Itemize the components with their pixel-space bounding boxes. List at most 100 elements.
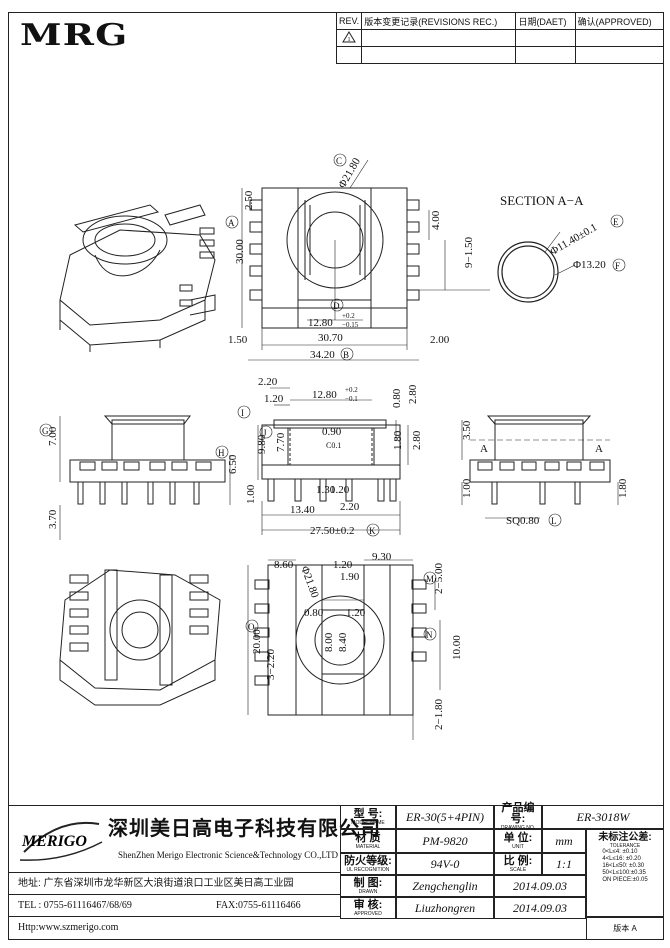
fax: FAX:0755-61116466 — [216, 900, 301, 911]
fire-value: 94V-0 — [396, 853, 494, 875]
dim-120b: 1.20 — [330, 484, 350, 496]
label-d: D — [333, 301, 340, 311]
dim-2180-bottom: Φ21.80 — [298, 565, 321, 600]
label-a: A — [228, 218, 235, 228]
dim-9-150: 9−1.50 — [463, 237, 475, 268]
dim-sq: SQ0.80 — [506, 515, 540, 527]
tolerance-row: 0<L≤4: ±0.10 — [602, 849, 638, 855]
dim-180: 1.80 — [392, 430, 404, 450]
dim-1000: 10.00 — [451, 635, 463, 660]
label-j: J — [263, 428, 267, 438]
website: Http:www.szmerigo.com — [18, 922, 119, 933]
side-view — [257, 387, 409, 535]
dim-1340: 13.40 — [290, 504, 315, 516]
dim-1280-side: 12.80 — [312, 389, 337, 401]
label-f: F — [615, 261, 620, 271]
dim-130: 1.30 — [316, 484, 336, 496]
dim-m: 2−5.00 — [433, 563, 445, 594]
dim-220: 2.20 — [258, 376, 278, 388]
drawing-value: ER-3018W — [542, 805, 664, 829]
label-g: G — [42, 426, 49, 436]
dim-150: 1.50 — [228, 334, 248, 346]
approved-value: Liuzhongren — [396, 897, 494, 919]
dim-080-bottom: 0.80 — [304, 607, 324, 619]
company-logo: MRG — [20, 18, 129, 53]
label-o: O — [248, 622, 255, 632]
dim-930: 9.30 — [372, 551, 392, 563]
company-cn: 深圳美日高电子科技有限公司 — [108, 816, 381, 840]
dim-120-bottom: 1.20 — [333, 559, 353, 571]
section-view — [497, 231, 576, 303]
unit-label-cell: 单 位:UNIT — [494, 829, 542, 853]
top-view — [241, 159, 490, 361]
svg-text:1: 1 — [348, 37, 351, 43]
dim-100-end: 1.00 — [461, 478, 473, 498]
dim-2-180: 2−1.80 — [433, 699, 445, 730]
title-grid: 型 号:MODEL NAME ER-30(5+4PIN) 产品编号:DRAWIN… — [340, 803, 664, 940]
tolerance-row: 4<L≤16: ±0.20 — [602, 856, 641, 862]
dim-350: 3.50 — [461, 420, 473, 440]
dim-280: 2.80 — [407, 384, 419, 404]
iso-view-top — [59, 204, 216, 352]
merigo-logo-icon: MERIGO — [19, 821, 103, 861]
dim-200: 2.00 — [430, 334, 450, 346]
tolerance-row: 50<L≤100:±0.35 — [602, 870, 646, 876]
dim-180-end: 1.80 — [617, 478, 629, 498]
dim-190: 1.90 — [340, 571, 360, 583]
label-l: L — [551, 516, 557, 526]
dim-1280: 12.80 — [308, 317, 333, 329]
label-e: E — [613, 217, 619, 227]
rev-triangle-icon: 1 — [335, 29, 363, 47]
approved-label-cell: 审 核:APPROVED — [340, 897, 396, 919]
dim-1280-minus: −0.15 — [342, 321, 359, 329]
dim-2000: 20.00 — [251, 629, 263, 654]
section-outer: Φ13.20 — [573, 259, 606, 271]
approved-date: 2014.09.03 — [494, 897, 586, 919]
dim-770: 7.70 — [275, 432, 287, 452]
scale-label-cell: 比 例:SCALE — [494, 853, 542, 875]
fire-label-cell: 防火等级:UL RECOGNITION — [340, 853, 396, 875]
dim-090: 0.90 — [322, 426, 342, 438]
scale-value: 1:1 — [542, 853, 586, 875]
company-en: ShenZhen Merigo Electronic Science&Techn… — [118, 850, 338, 860]
technical-drawing: Φ21.80 C 30.00 A 2.50 4.00 9−1.50 12.80 … — [39, 153, 629, 740]
label-i: I — [241, 408, 244, 418]
drawn-date: 2014.09.03 — [494, 875, 586, 897]
tel: TEL : 0755-61116467/68/69 — [18, 900, 132, 911]
version-cell: 版本 A — [586, 917, 664, 940]
title-block — [8, 805, 664, 941]
label-h: H — [218, 448, 225, 458]
revision-table: REV. 版本变更记录(REVISIONS REC.) 日期(DAET) 确认(… — [335, 12, 665, 64]
label-a-left: A — [480, 443, 488, 455]
dim-3420: 34.20 — [310, 349, 335, 361]
bottom-view — [247, 559, 441, 740]
dim-980: 9.80 — [256, 434, 268, 454]
address: 地址: 广东省深圳市龙华新区大浪街道浪口工业区美日高工业园 — [18, 878, 294, 889]
dim-c010: C0.1 — [326, 441, 341, 450]
dim-120b-bottom: 1.20 — [346, 607, 366, 619]
front-view — [59, 415, 231, 540]
label-a-right: A — [595, 443, 603, 455]
dim-2750: 27.50±0.2 — [310, 525, 355, 537]
dim-120: 1.20 — [264, 393, 284, 405]
label-m: M — [426, 574, 434, 584]
dim-250: 2.50 — [243, 190, 255, 210]
label-k: K — [369, 526, 376, 536]
section-title: SECTION A−A — [500, 193, 584, 208]
label-c: C — [336, 156, 342, 166]
drawn-value: Zengchenglin — [396, 875, 494, 897]
section-inner: Φ11.40±0.1 — [548, 221, 599, 257]
end-view — [461, 415, 619, 519]
dim-370: 3.70 — [47, 509, 59, 529]
model-label-cell: 型 号:MODEL NAME — [340, 805, 396, 829]
unit-value: mm — [542, 829, 586, 853]
dim-800: 8.00 — [323, 632, 335, 652]
dim-3070: 30.70 — [318, 332, 343, 344]
dim-30: 30.00 — [234, 239, 246, 264]
dim-220b: 2.20 — [340, 501, 360, 513]
dim-3220: 3−2.20 — [265, 649, 277, 680]
dim-400: 4.00 — [430, 210, 442, 230]
